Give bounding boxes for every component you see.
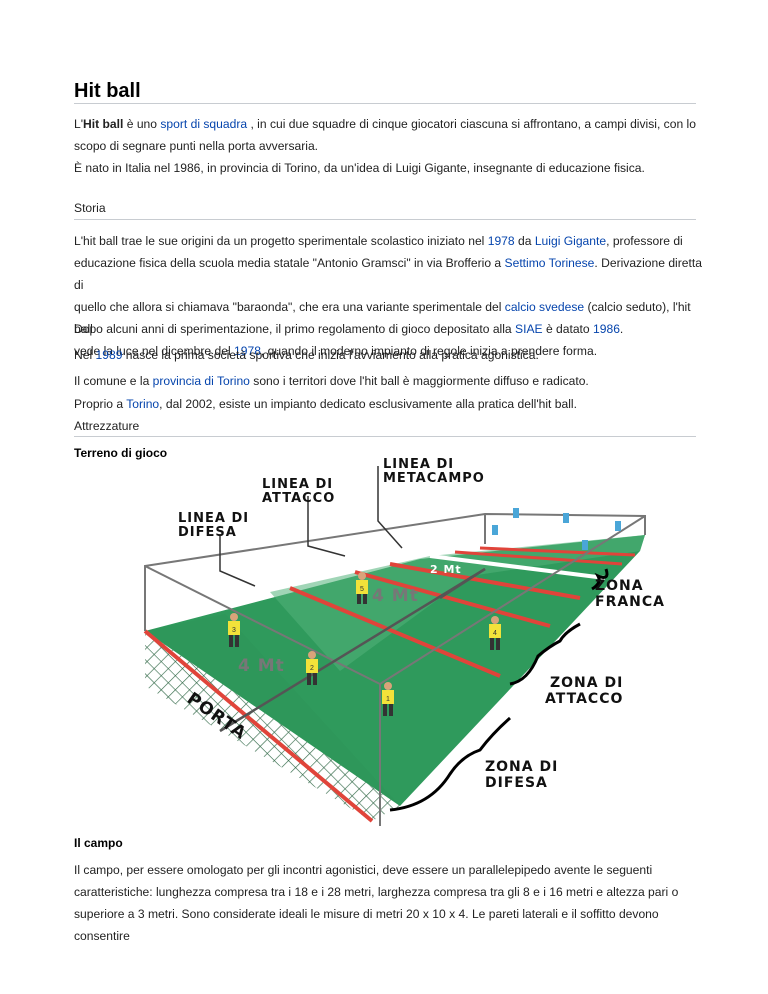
label-zona-franca-2: FRANCA: [595, 594, 665, 610]
bold-term: Hit ball: [83, 117, 124, 131]
campo-paragraph: Il campo, per essere omologato per gli i…: [74, 859, 704, 947]
text: sono i territori dove l'hit ball è maggi…: [249, 374, 589, 388]
label-zona-attacco-2: ATTACCO: [545, 691, 623, 707]
player-number: 1: [386, 696, 390, 703]
text: (calcio seduto), l'hit ball: [74, 300, 691, 336]
player-number: 5: [360, 586, 364, 593]
link-sport-di-squadra[interactable]: sport di squadra: [160, 117, 248, 131]
label-linea-metacampo-1: LINEA DI: [383, 457, 454, 472]
field-diagram: 2 Mt 4 Mt 4 Mt 1 2 3 4 5: [143, 457, 665, 826]
player-number: 3: [232, 627, 236, 634]
cage-frame: [144, 512, 646, 826]
player-yellow-3: 3: [228, 613, 240, 647]
goal-net: [145, 631, 400, 821]
text: da: [514, 234, 535, 248]
storia-paragraph-1: L'hit ball trae le sue origini da un pro…: [74, 230, 704, 362]
storia-paragraph-3: Nel 1989 nasce la prima società sportiva…: [74, 344, 704, 366]
player-yellow-4: 4: [489, 616, 501, 650]
zone-braces: [389, 568, 609, 812]
text: Proprio a: [74, 397, 127, 411]
text: , professore di: [606, 234, 683, 248]
text: è datato: [542, 322, 594, 336]
text: L': [74, 117, 84, 131]
subheading-terreno-di-gioco: Terreno di gioco: [74, 446, 168, 460]
label-zona-difesa-2: DIFESA: [485, 775, 548, 791]
player-yellow-2: 2: [306, 651, 318, 685]
link-1978[interactable]: 1978: [487, 234, 515, 248]
link-1989[interactable]: 1989: [95, 348, 123, 362]
red-line: [143, 629, 374, 823]
label-2mt: 2 Mt: [430, 563, 462, 576]
label-linea-attacco-2: ATTACCO: [262, 491, 335, 506]
player-yellow-1: 1: [382, 682, 394, 716]
text: nasce la prima società sportiva che iniz…: [122, 348, 539, 362]
annotation-arrows: [219, 466, 403, 587]
label-zona-difesa-1: ZONA DI: [485, 759, 558, 775]
player-yellow-5: 5: [356, 572, 368, 604]
label-zona-attacco-1: ZONA DI: [550, 675, 623, 691]
label-4mt-b: 4 Mt: [238, 656, 285, 676]
white-line: [429, 554, 606, 580]
link-provincia-di-torino[interactable]: provincia di Torino: [152, 374, 250, 388]
text: L'hit ball trae le sue origini da un pro…: [74, 234, 488, 248]
link-settimo-torinese[interactable]: Settimo Torinese: [504, 256, 595, 270]
red-line: [454, 550, 623, 566]
red-line: [354, 570, 551, 628]
red-line: [289, 586, 501, 678]
red-line: [479, 546, 636, 557]
text: , in cui due squadre di cinque giocatori…: [247, 117, 696, 131]
page-title: Hit ball: [74, 80, 141, 102]
section-divider: [74, 219, 696, 220]
text: Il campo, per essere omologato per gli i…: [74, 863, 653, 877]
text: Nel: [74, 348, 96, 362]
link-torino[interactable]: Torino: [126, 397, 160, 411]
blue-players: [492, 508, 621, 550]
section-heading-storia: Storia: [74, 201, 106, 215]
red-line: [389, 562, 581, 600]
text: caratteristiche: lunghezza compresa tra …: [74, 885, 679, 899]
label-linea-metacampo-2: METACAMPO: [383, 471, 485, 486]
text: vede la luce nel dicembre del: [74, 344, 235, 358]
label-linea-difesa-1: LINEA DI: [178, 511, 249, 526]
text: è uno: [123, 117, 161, 131]
measure-arrows: [219, 567, 486, 733]
label-4mt-a: 4 Mt: [372, 586, 419, 606]
player-number: 4: [493, 630, 497, 637]
section-divider: [74, 436, 696, 437]
storia-paragraph-2: Dopo alcuni anni di sperimentazione, il …: [74, 318, 704, 340]
text: . Derivazione diretta di: [74, 256, 702, 292]
text: superiore a 3 metri. Sono considerate id…: [74, 907, 659, 943]
goal-net-floor: [145, 614, 400, 806]
text: educazione fisica della scuola media sta…: [74, 256, 505, 270]
subheading-il-campo: Il campo: [74, 836, 123, 850]
text: quello che allora si chiamava "baraonda"…: [74, 300, 505, 314]
player-number: 2: [310, 665, 314, 672]
text: Il comune e la: [74, 374, 153, 388]
link-calcio-svedese[interactable]: calcio svedese: [504, 300, 585, 314]
field-zone-light: [270, 535, 645, 671]
intro-paragraph-1: L'Hit ball è uno sport di squadra , in c…: [74, 113, 704, 157]
field-floor: [145, 535, 645, 806]
label-linea-difesa-2: DIFESA: [178, 525, 237, 540]
intro-paragraph-2: È nato in Italia nel 1986, in provincia …: [74, 161, 645, 175]
link-1986[interactable]: 1986: [593, 322, 620, 336]
storia-paragraph-4: Il comune e la provincia di Torino sono …: [74, 370, 704, 392]
link-luigi-gigante[interactable]: Luigi Gigante: [534, 234, 607, 248]
storia-paragraph-5: Proprio a Torino, dal 2002, esiste un im…: [74, 393, 704, 415]
link-1978-b[interactable]: 1978: [234, 344, 261, 358]
text: Dopo alcuni anni di sperimentazione, il …: [74, 322, 516, 336]
link-siae[interactable]: SIAE: [515, 322, 543, 336]
text: , quando il moderno impianto di regole i…: [260, 344, 598, 358]
text: , dal 2002, esiste un impianto dedicato …: [159, 397, 577, 411]
title-divider: [74, 103, 696, 104]
label-zona-franca-1: ZONA: [595, 578, 644, 594]
label-linea-attacco-1: LINEA DI: [262, 477, 333, 492]
text: scopo di segnare punti nella porta avver…: [74, 139, 319, 153]
section-heading-attrezzature: Attrezzature: [74, 419, 140, 433]
text: .: [619, 322, 624, 336]
